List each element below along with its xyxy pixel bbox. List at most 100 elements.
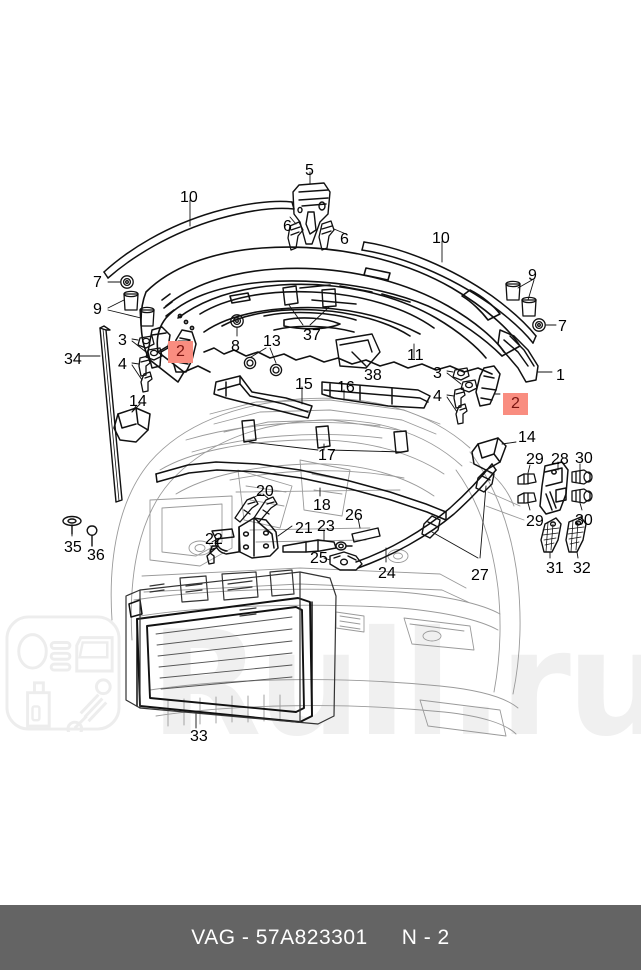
callout-35: 35 <box>64 539 82 556</box>
callout-2R: 2 <box>503 393 528 415</box>
callout-14L: 14 <box>129 393 147 410</box>
callout-28: 28 <box>551 451 569 468</box>
callout-22: 22 <box>205 531 223 548</box>
part-22-bracket <box>206 528 239 565</box>
part-14-bracket-left <box>113 407 151 443</box>
part-28-striker-bracket <box>539 461 569 515</box>
callout-3R: 3 <box>433 365 442 382</box>
callout-23: 23 <box>317 518 335 535</box>
leader-17 <box>248 441 405 453</box>
part-32-pad <box>565 516 587 553</box>
callout-4R: 4 <box>433 388 442 405</box>
callout-6R: 6 <box>340 231 349 248</box>
leader-24-27 <box>385 485 487 563</box>
callout-6L: 6 <box>283 218 292 235</box>
callout-31: 31 <box>546 560 564 577</box>
callout-16: 16 <box>337 379 355 396</box>
callout-34: 34 <box>64 351 82 368</box>
callout-5: 5 <box>305 162 314 179</box>
callout-37: 37 <box>303 327 321 344</box>
callout-21: 21 <box>295 520 313 537</box>
part-26-strip <box>351 527 381 543</box>
shock-absorber-icon <box>66 678 112 732</box>
callout-7R: 7 <box>558 318 567 335</box>
callout-9R: 9 <box>528 267 537 284</box>
callout-18: 18 <box>313 497 331 514</box>
callout-7L: 7 <box>93 274 102 291</box>
callout-3L: 3 <box>118 332 127 349</box>
callout-10L: 10 <box>180 189 198 206</box>
leader-3-4-right <box>446 370 462 413</box>
part-6-screw <box>287 220 335 251</box>
part-4-bolt-right <box>453 387 468 425</box>
part-9-bumpstop-right <box>505 280 537 317</box>
leader-3-4-left <box>131 338 147 381</box>
vehicle-body-outline <box>110 397 525 737</box>
callout-11: 11 <box>407 347 424 364</box>
leader-13 <box>250 347 277 364</box>
part-11-hood-panel <box>140 246 521 383</box>
part-17-grommet <box>241 419 409 454</box>
part-21-hood-latch <box>238 517 279 559</box>
callout-30T: 30 <box>575 450 593 467</box>
part-18-front-seal <box>155 461 447 521</box>
callout-25: 25 <box>310 550 328 567</box>
leader-31-32 <box>549 551 579 559</box>
part-30-screw <box>571 469 593 504</box>
leader-30 <box>579 463 583 511</box>
part-20-bolt <box>234 496 278 523</box>
callout-2L: 2 <box>168 341 193 363</box>
leader-26 <box>357 517 361 529</box>
part-16-cowl-right <box>321 381 431 409</box>
part-1-hinge-bracket <box>497 329 539 383</box>
leader-20 <box>249 493 270 500</box>
leader-29 <box>527 464 531 511</box>
part-37-buffer <box>282 285 337 308</box>
callout-9L: 9 <box>93 301 102 318</box>
part-10-hood-seal-left <box>103 200 295 279</box>
callout-33: 33 <box>190 728 208 745</box>
leader-misc <box>131 199 501 729</box>
part-13-washer <box>243 356 283 377</box>
callout-20: 20 <box>256 483 274 500</box>
part-27-cable-clip <box>421 469 495 539</box>
callout-29B: 29 <box>526 513 544 530</box>
callout-4L: 4 <box>118 356 127 373</box>
part-10-hood-seal-right <box>361 241 537 344</box>
leader-7 <box>107 281 557 326</box>
part-14-bracket-right <box>471 437 507 471</box>
callout-38: 38 <box>364 367 382 384</box>
part-38-clip <box>335 333 381 369</box>
callout-36: 36 <box>87 547 105 564</box>
part-24-release-cable <box>355 463 497 569</box>
callout-26: 26 <box>345 507 363 524</box>
part-31-pad <box>540 517 562 553</box>
catalog-code: VAG - 57A823301 <box>191 925 368 949</box>
callout-8: 8 <box>231 338 240 355</box>
exploded-parts-drawing <box>62 171 593 737</box>
callout-14R: 14 <box>518 429 536 446</box>
leader-21 <box>277 525 293 537</box>
callout-10R: 10 <box>432 230 450 247</box>
car-door-icon <box>75 636 114 673</box>
callout-27: 27 <box>471 567 489 584</box>
part-33-mount-detail <box>128 599 313 717</box>
callout-17: 17 <box>318 447 336 464</box>
leader-6 <box>289 216 347 235</box>
part-4-bolt-left <box>138 355 153 393</box>
callout-29T: 29 <box>526 451 544 468</box>
callout-15: 15 <box>295 376 313 393</box>
part-2-hinge-right <box>475 365 501 407</box>
footer-bar: VAG - 57A823301 N - 2 <box>0 905 641 970</box>
leader-9 <box>107 279 535 319</box>
part-8-washer <box>230 314 244 328</box>
page-code: N - 2 <box>401 925 450 949</box>
callout-30B: 30 <box>575 512 593 529</box>
callout-1: 1 <box>556 367 565 384</box>
callout-24: 24 <box>378 565 396 582</box>
part-23-cable-end <box>282 539 353 553</box>
auto-parts-logo <box>5 615 121 732</box>
part-7-washer-left <box>120 275 134 289</box>
callout-32: 32 <box>573 560 591 577</box>
